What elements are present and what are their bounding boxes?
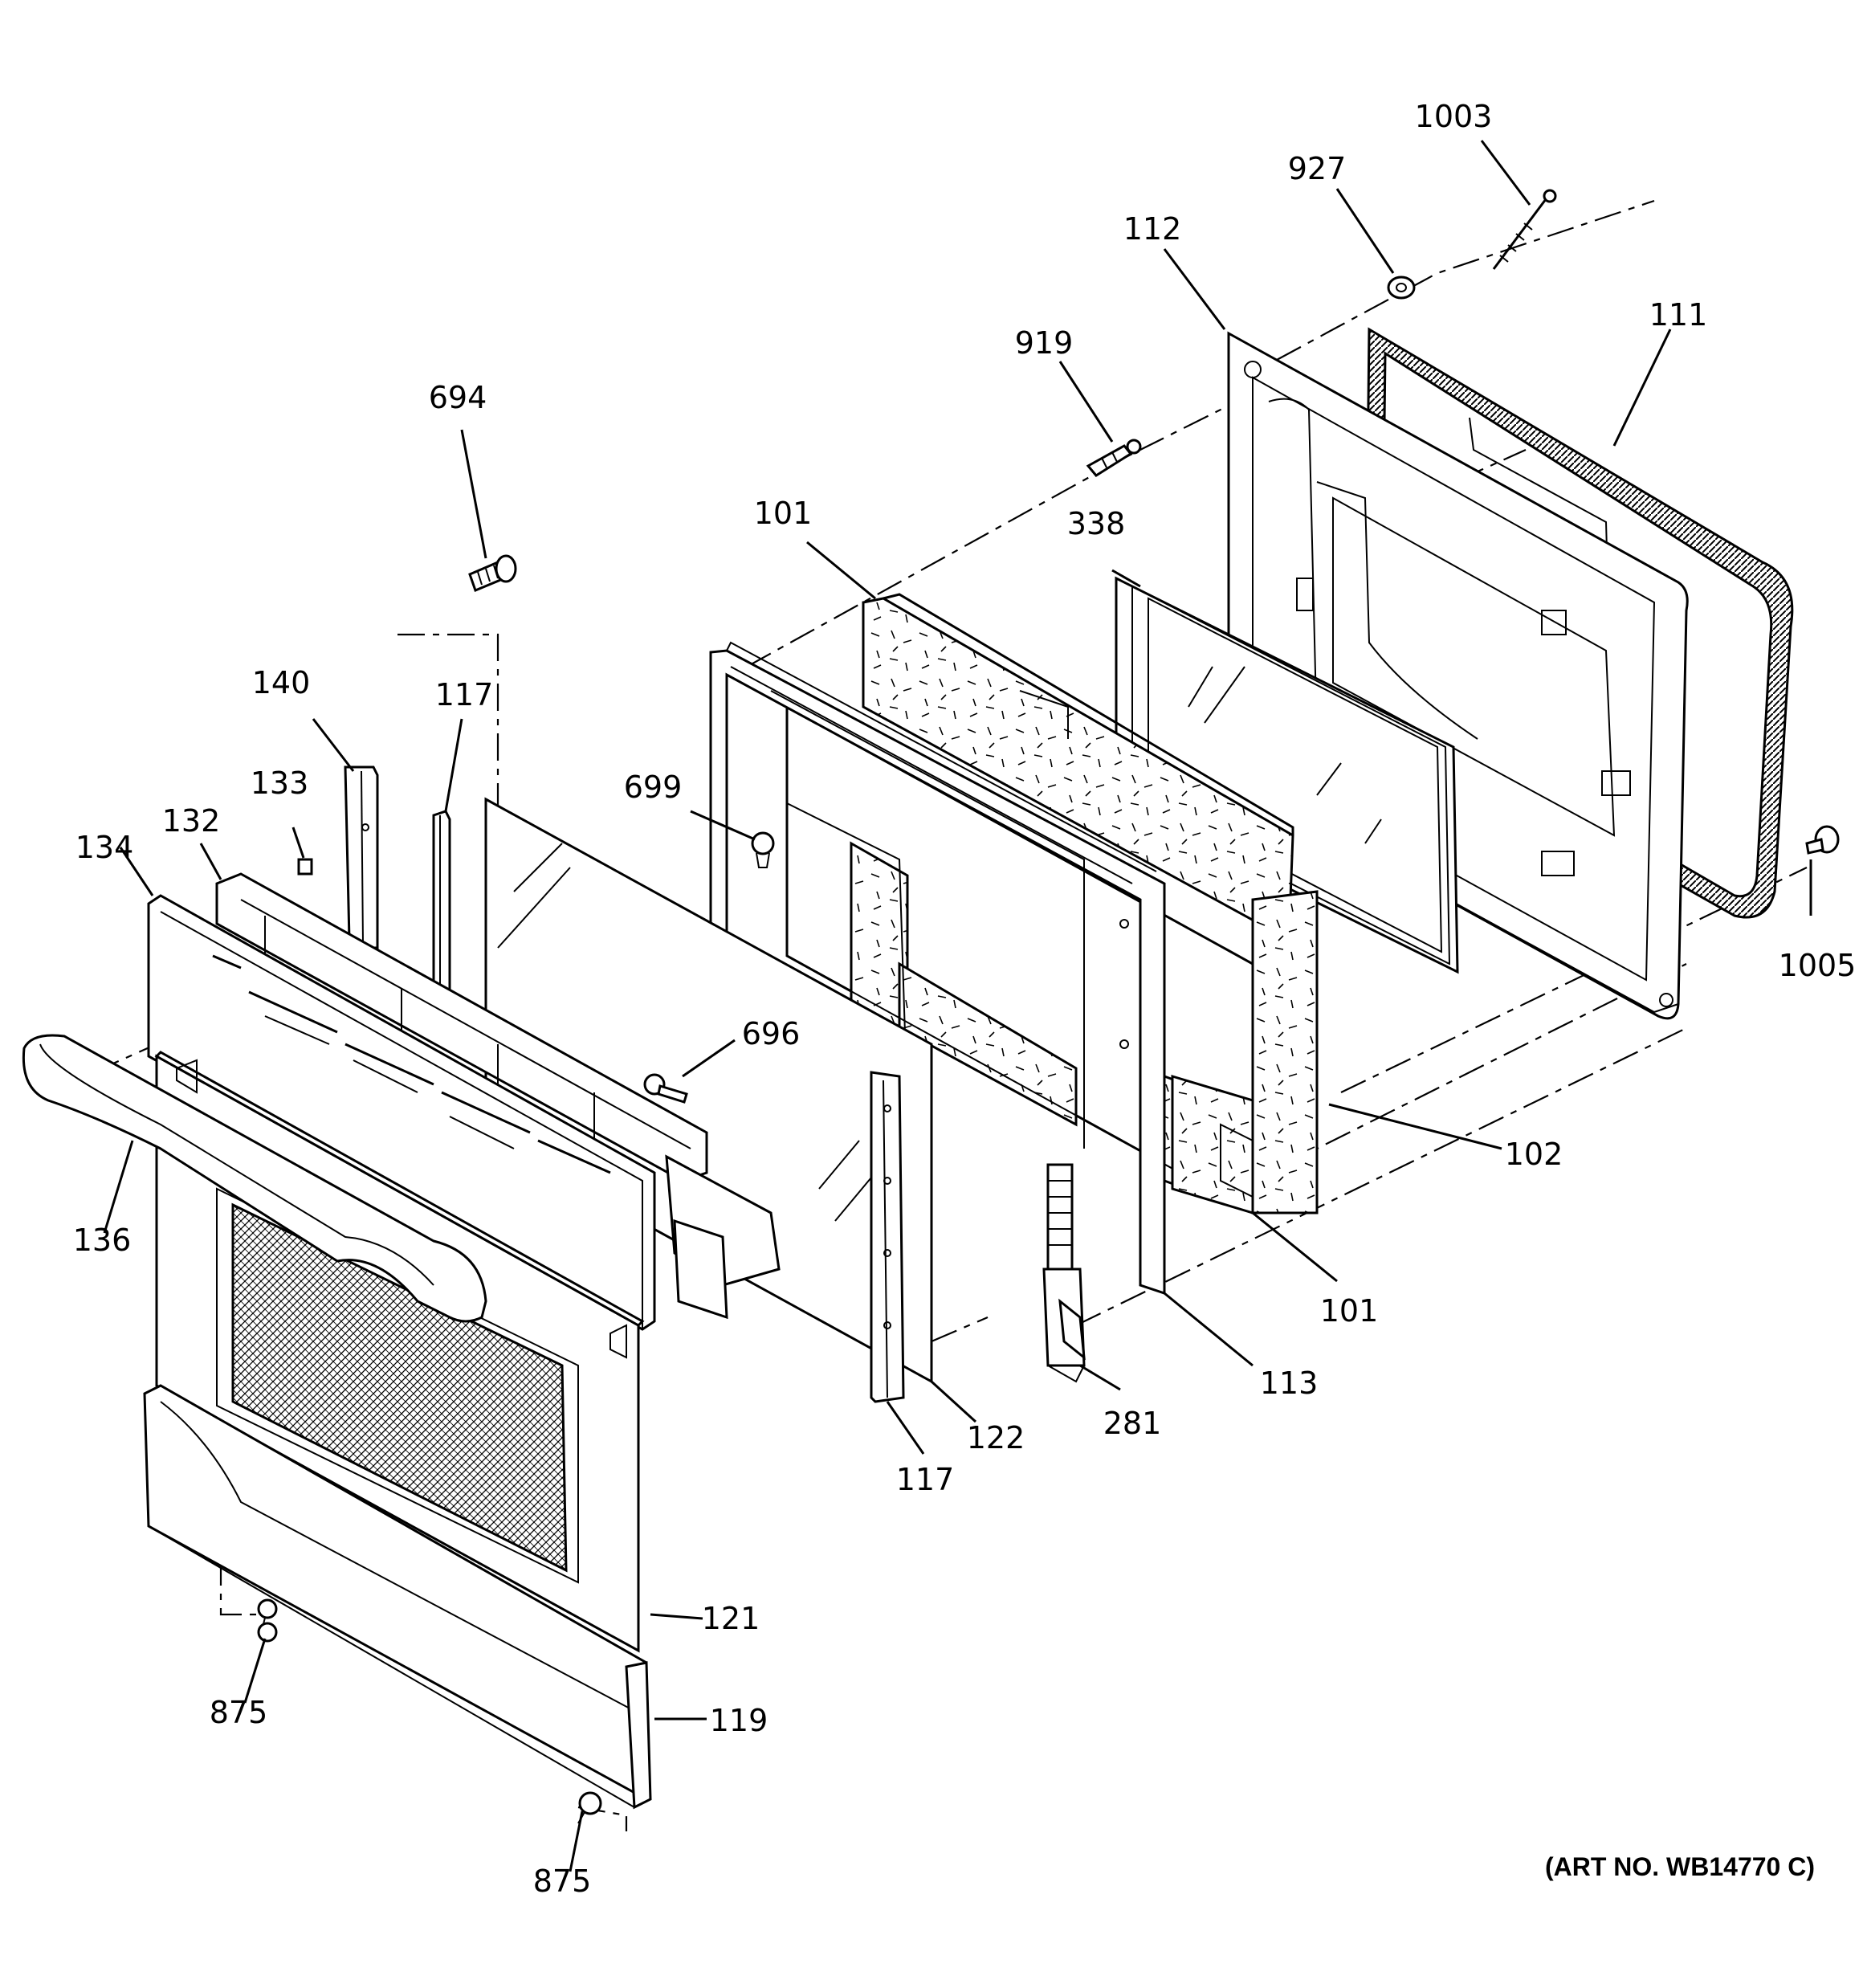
part-696-screw bbox=[643, 1073, 688, 1104]
leader-lines bbox=[103, 140, 1812, 1872]
part-699-screw bbox=[751, 831, 775, 868]
label-101-top: 101 bbox=[754, 496, 813, 531]
label-875-top: 875 bbox=[210, 1695, 268, 1730]
label-117-top: 117 bbox=[435, 677, 494, 712]
label-111: 111 bbox=[1649, 297, 1708, 333]
art-number: (ART NO. WB14770 C) bbox=[1545, 1852, 1815, 1881]
part-338-window-glass-pack bbox=[1115, 576, 1459, 974]
part-101-insulation-bottom bbox=[1171, 1074, 1254, 1215]
label-1005: 1005 bbox=[1779, 948, 1857, 983]
label-102: 102 bbox=[1505, 1137, 1563, 1172]
label-1003: 1003 bbox=[1415, 99, 1493, 134]
part-140-bracket bbox=[344, 765, 379, 949]
label-122: 122 bbox=[967, 1420, 1025, 1455]
label-281: 281 bbox=[1103, 1406, 1162, 1441]
part-927-washer bbox=[1387, 276, 1416, 300]
part-1005-screw bbox=[1805, 825, 1840, 855]
label-927: 927 bbox=[1288, 151, 1347, 186]
label-121: 121 bbox=[702, 1601, 760, 1636]
part-134-control-panel-front bbox=[147, 894, 656, 1331]
part-875-screw-top bbox=[257, 1598, 278, 1643]
label-875-bottom: 875 bbox=[533, 1863, 592, 1899]
label-113: 113 bbox=[1260, 1365, 1319, 1401]
label-119: 119 bbox=[710, 1703, 768, 1738]
label-136: 136 bbox=[73, 1223, 132, 1258]
part-number-labels: 1003 927 112 111 919 694 101 338 140 117… bbox=[73, 99, 1857, 1899]
label-919: 919 bbox=[1015, 325, 1074, 361]
label-133: 133 bbox=[251, 765, 309, 801]
part-117-side-bracket-top bbox=[432, 810, 451, 1006]
part-119-kick-panel bbox=[143, 1384, 652, 1810]
label-699: 699 bbox=[624, 769, 683, 805]
label-132: 132 bbox=[162, 803, 221, 839]
part-919-pin bbox=[1086, 439, 1142, 477]
label-140: 140 bbox=[252, 665, 311, 700]
label-117-bottom: 117 bbox=[896, 1462, 955, 1497]
part-136-door-handle bbox=[22, 1034, 487, 1323]
label-696: 696 bbox=[742, 1016, 801, 1051]
part-281-door-hinge bbox=[1042, 1163, 1086, 1383]
part-694-screw bbox=[468, 554, 517, 592]
label-112: 112 bbox=[1123, 211, 1182, 247]
part-117-side-bracket-bottom bbox=[870, 1071, 905, 1403]
label-694: 694 bbox=[429, 380, 487, 415]
label-134: 134 bbox=[75, 830, 134, 865]
label-338: 338 bbox=[1067, 506, 1126, 541]
part-132-control-panel-back bbox=[215, 872, 781, 1320]
part-101-insulation-top bbox=[862, 593, 1294, 942]
label-101-bottom: 101 bbox=[1320, 1293, 1379, 1329]
part-1003-screw bbox=[1492, 189, 1557, 270]
part-133-clip bbox=[297, 858, 313, 876]
part-113-door-frame bbox=[709, 641, 1166, 1296]
